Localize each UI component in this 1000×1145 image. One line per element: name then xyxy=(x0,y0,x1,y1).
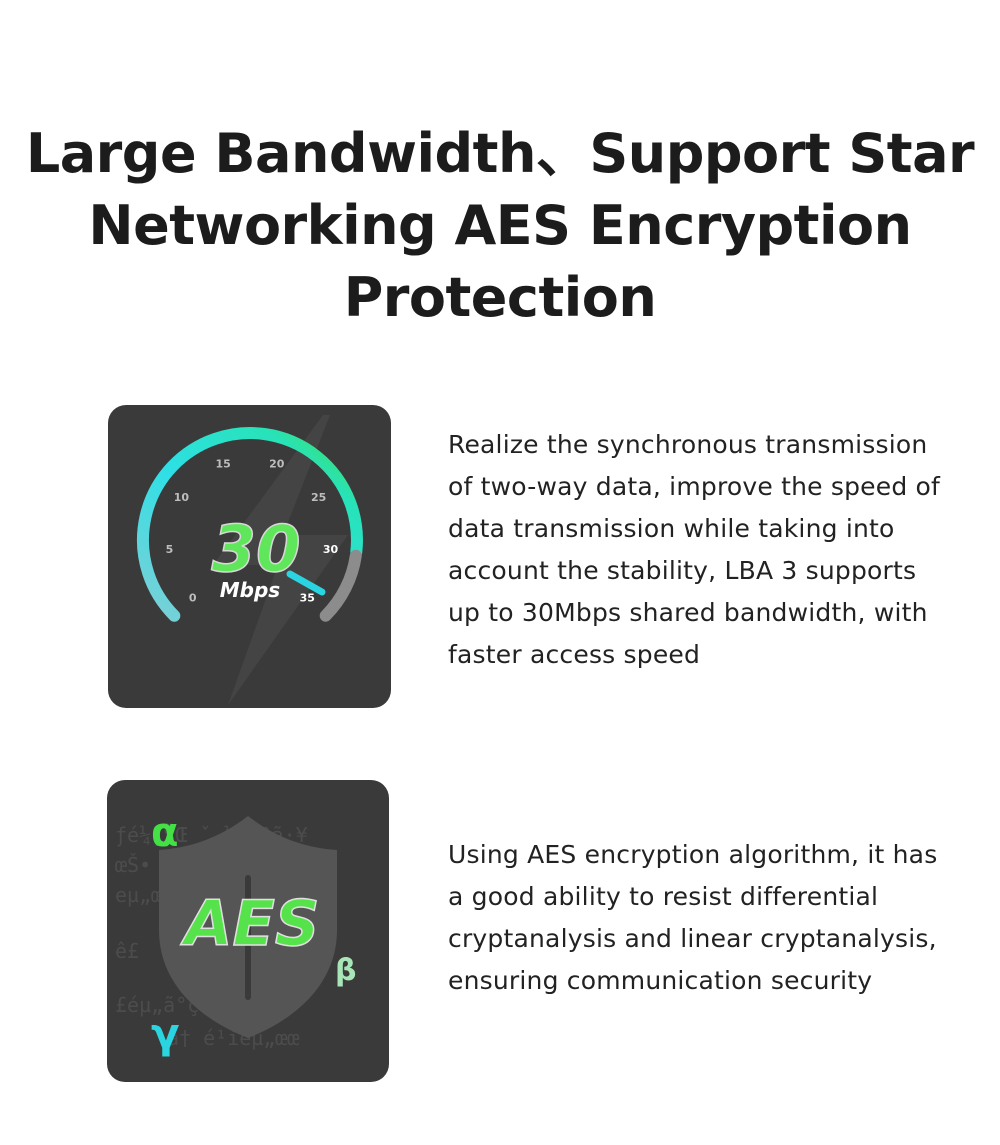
aes-shield-graphic: ƒé¼¸ŠŒ ˇ ¼ô»°ã·¥ œŠ• eµ„œ ê£ £éµ„ã°ç ã† … xyxy=(115,810,356,1058)
cipher-line: œŠ• xyxy=(115,853,151,877)
speed-value: 30 xyxy=(211,513,300,587)
aes-description: Using AES encryption algorithm, it has a… xyxy=(448,840,938,995)
gauge-tick-label: 35 xyxy=(300,591,315,604)
gauge-tick-label: 25 xyxy=(311,491,326,504)
gauge-arc-remaining xyxy=(319,549,362,622)
title-line: Networking AES Encryption xyxy=(88,194,912,257)
gauge-tick-label: 20 xyxy=(269,458,285,471)
title-line: Protection xyxy=(343,266,657,329)
aes-label: AES xyxy=(180,887,320,960)
cipher-line: eµ„œ xyxy=(115,883,163,907)
gamma-symbol: γ xyxy=(151,1009,180,1058)
speed-description: Realize the synchronous transmission of … xyxy=(448,430,941,669)
alpha-symbol: α xyxy=(151,810,178,856)
gauge-tick-label: 5 xyxy=(166,543,174,556)
gauge-tick-label: 10 xyxy=(174,491,190,504)
aes-card: ƒé¼¸ŠŒ ˇ ¼ô»°ã·¥ œŠ• eµ„œ ê£ £éµ„ã°ç ã† … xyxy=(107,780,389,1082)
gauge-needle xyxy=(286,570,326,596)
gauge-tick-label: 0 xyxy=(189,591,197,604)
cipher-text: ƒé¼¸ŠŒ ˇ ¼ô»°ã·¥ œŠ• eµ„œ ê£ £éµ„ã°ç ã† … xyxy=(115,823,308,1050)
lightning-bolt-icon xyxy=(213,415,348,705)
cipher-line: £éµ„ã°ç xyxy=(115,993,199,1017)
shield-keyhole xyxy=(245,875,251,1000)
gauge-tick-label: 30 xyxy=(323,543,339,556)
page-title: Large Bandwidth、Support Star Networking … xyxy=(0,118,1000,334)
gauge-arc-filled xyxy=(136,427,363,622)
title-line: Large Bandwidth、Support Star xyxy=(25,122,975,185)
beta-symbol: β xyxy=(335,953,356,988)
speed-unit: Mbps xyxy=(220,578,281,602)
gauge-tick-label: 15 xyxy=(216,458,231,471)
cipher-line: ê£ xyxy=(115,939,139,963)
